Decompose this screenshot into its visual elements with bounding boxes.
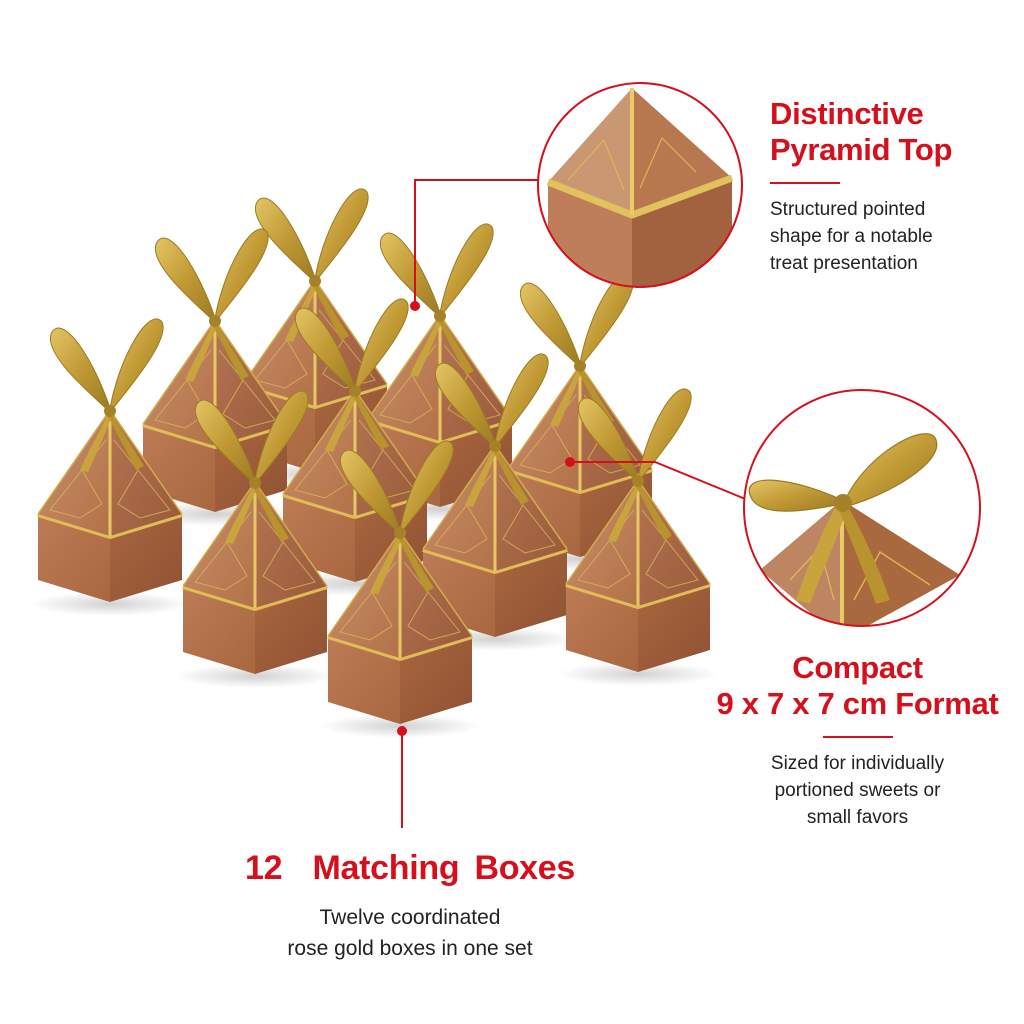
desc-line: portioned sweets or (774, 780, 941, 801)
desc-line: treat presentation (770, 253, 918, 274)
callout-title: Distinctive Pyramid Top (770, 96, 1010, 168)
callout-compact-format: Compact 9 x 7 x 7 cm Format Sized for in… (715, 650, 1000, 831)
title-line: Compact (792, 650, 923, 685)
title-line: 9 x 7 x 7 cm Format (716, 686, 999, 721)
callout-description: Structured pointed shape for a notable t… (770, 196, 1010, 277)
title-line: Distinctive (770, 96, 924, 131)
desc-line: Structured pointed (770, 199, 926, 220)
marker-dot (410, 301, 420, 311)
zoom-circle-bow (743, 389, 981, 627)
desc-line: rose gold boxes in one set (287, 937, 533, 960)
desc-line: small favors (806, 807, 909, 828)
callout-title: Compact 9 x 7 x 7 cm Format (715, 650, 1000, 722)
callout-matching-boxes: 12 Matching Boxes Twelve coordinated ros… (190, 848, 630, 964)
desc-line: Twelve coordinated (319, 906, 501, 929)
callout-pyramid-top: Distinctive Pyramid Top Structured point… (770, 96, 1010, 277)
callout-title: 12 Matching Boxes (244, 849, 576, 887)
divider (770, 182, 840, 184)
desc-line: Sized for individually (770, 753, 945, 774)
zoom-circle-pyramid (537, 82, 743, 288)
desc-line: shape for a notable (770, 226, 933, 247)
title-line: Pyramid Top (770, 132, 953, 167)
leader-pyramid (414, 179, 547, 305)
divider (822, 736, 893, 738)
marker-dot (397, 726, 407, 736)
leader-format (570, 461, 761, 506)
marker-dot (565, 457, 575, 467)
callout-description: Twelve coordinated rose gold boxes in on… (190, 902, 630, 964)
callout-description: Sized for individually portioned sweets … (715, 750, 1000, 831)
